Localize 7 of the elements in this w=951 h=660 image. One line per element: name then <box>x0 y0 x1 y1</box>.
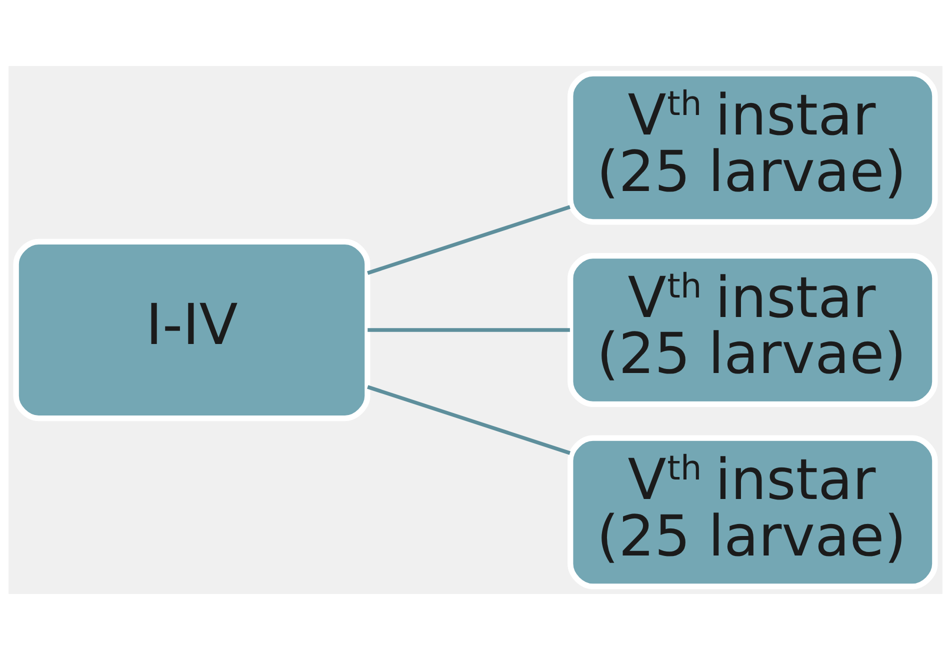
connector <box>367 385 571 455</box>
connector <box>367 205 571 275</box>
node-box: I-IV <box>13 238 370 422</box>
connector <box>368 328 570 332</box>
node-box: V$^{th}$ instar (25 larvae) <box>568 435 938 590</box>
node-box: V$^{th}$ instar (25 larvae) <box>568 70 938 225</box>
node-box: V$^{th}$ instar (25 larvae) <box>568 252 938 408</box>
